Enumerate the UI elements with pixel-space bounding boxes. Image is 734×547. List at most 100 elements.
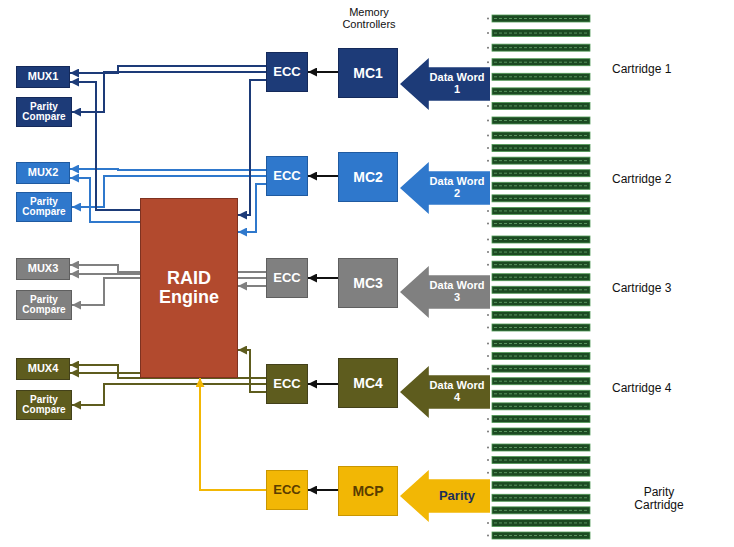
node-text: MUX3: [28, 263, 59, 275]
module-chips: [494, 277, 588, 278]
module-chips: [494, 510, 588, 511]
parity-compare-box: Parity Compare: [16, 390, 72, 420]
module-chips: [494, 472, 588, 473]
module-chips: [494, 535, 588, 536]
module-pin: [487, 251, 489, 253]
memory-module: [492, 249, 590, 256]
memory-controller-box: MC3: [338, 258, 398, 308]
module-pin: [487, 18, 489, 20]
section-heading: Memory Controllers: [328, 6, 410, 30]
connector: [70, 178, 140, 222]
data-arrow: Data Word 1: [400, 58, 490, 110]
data-arrow: Data Word 2: [400, 162, 490, 214]
arrow-shape: [400, 162, 490, 214]
memory-module: [492, 59, 590, 66]
memory-module: [492, 469, 590, 476]
module-pin: [487, 47, 489, 49]
connector: [238, 350, 266, 392]
module-chips: [494, 33, 588, 34]
memory-module: [492, 324, 590, 331]
memory-module: [492, 340, 590, 347]
data-arrow: Parity: [400, 470, 490, 522]
module-chips: [494, 381, 588, 382]
connector: [72, 384, 266, 405]
node-text: MC4: [353, 376, 383, 391]
node-text: MC1: [353, 66, 383, 81]
module-pin: [487, 355, 489, 357]
cartridge-label: Parity Cartridge: [622, 486, 696, 512]
module-pin: [487, 522, 489, 524]
mux-box: MUX3: [16, 258, 70, 280]
node-text: ECC: [273, 271, 300, 285]
memory-module: [492, 207, 590, 214]
node-text: Data Word 4: [428, 380, 486, 403]
connector: [308, 175, 338, 177]
connector: [238, 285, 266, 287]
memory-module: [492, 403, 590, 410]
module-chips: [494, 252, 588, 253]
cartridge-label: Cartridge 2: [612, 173, 671, 186]
ecc-box: ECC: [266, 156, 308, 196]
memory-module: [492, 170, 590, 177]
memory-module: [492, 195, 590, 202]
memory-module: [492, 532, 590, 539]
node-text: MUX1: [28, 71, 59, 83]
module-chips: [494, 18, 588, 19]
memory-module: [492, 102, 590, 109]
module-pin: [487, 459, 489, 461]
node-text: MC2: [353, 170, 383, 185]
data-arrow: Data Word 4: [400, 366, 490, 418]
memory-module: [492, 415, 590, 422]
memory-module: [492, 220, 590, 227]
module-chips: [494, 148, 588, 149]
module-chips: [494, 327, 588, 328]
node-text: RAID Engine: [144, 269, 234, 307]
cartridge-figure: [487, 15, 590, 124]
mux-box: MUX2: [16, 162, 70, 184]
memory-module: [492, 365, 590, 372]
node-text: MC3: [353, 276, 383, 291]
module-chips: [494, 393, 588, 394]
node-text: Data Word 2: [428, 176, 486, 199]
module-pin: [487, 431, 489, 433]
module-chips: [494, 522, 588, 523]
module-chips: [494, 105, 588, 106]
memory-module: [492, 444, 590, 451]
module-chips: [494, 198, 588, 199]
connector: [70, 372, 140, 374]
connector: [70, 82, 140, 210]
connector: [308, 277, 338, 279]
node-text: Parity Compare: [20, 197, 68, 218]
module-pin: [487, 314, 489, 316]
node-text: ECC: [273, 377, 300, 391]
connector: [308, 489, 338, 491]
module-pin: [487, 210, 489, 212]
module-chips: [494, 223, 588, 224]
cartridge-label: Cartridge 3: [612, 282, 671, 295]
memory-module: [492, 378, 590, 385]
parity-compare-box: Parity Compare: [16, 97, 72, 127]
node-text: Parity Compare: [20, 395, 68, 416]
module-pin: [487, 327, 489, 329]
module-chips: [494, 91, 588, 92]
node-text: Data Word 1: [428, 72, 486, 95]
memory-module: [492, 457, 590, 464]
node-text: MUX4: [28, 363, 59, 375]
node-text: ECC: [273, 65, 300, 79]
arrow-fill: [400, 470, 490, 522]
data-arrow: Data Word 3: [400, 266, 490, 318]
node-text: ECC: [273, 169, 300, 183]
memory-module: [492, 274, 590, 281]
module-chips: [494, 356, 588, 357]
module-chips: [494, 185, 588, 186]
connector: [238, 184, 266, 232]
module-chips: [494, 210, 588, 211]
module-chips: [494, 239, 588, 240]
module-pin: [487, 535, 489, 537]
mux-box: MUX1: [16, 66, 70, 88]
arrow-fill: [400, 162, 490, 214]
raid-engine-box: RAID Engine: [140, 198, 238, 378]
module-chips: [494, 485, 588, 486]
connector: [308, 383, 338, 385]
